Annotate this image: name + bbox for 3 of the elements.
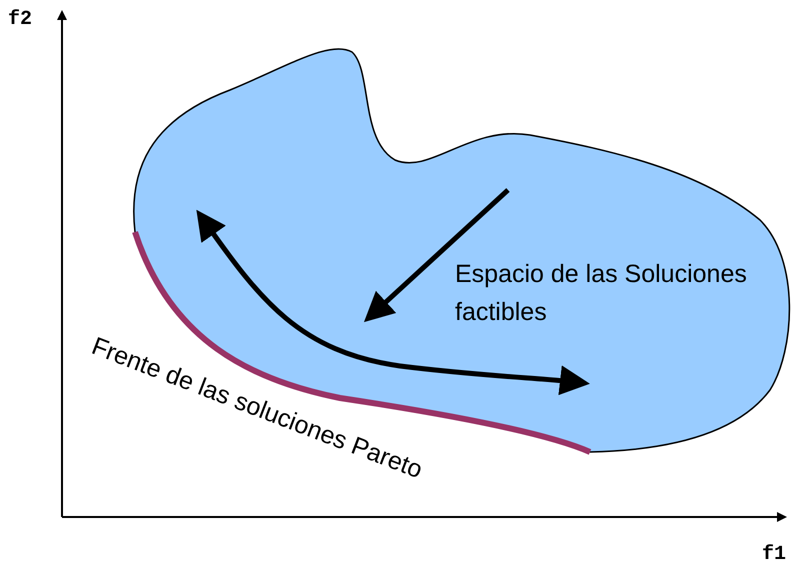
axis-label: f1 [762,543,786,566]
region-label: Espacio de las Soluciones factibles [455,259,748,328]
axis-label: f2 [8,8,32,31]
